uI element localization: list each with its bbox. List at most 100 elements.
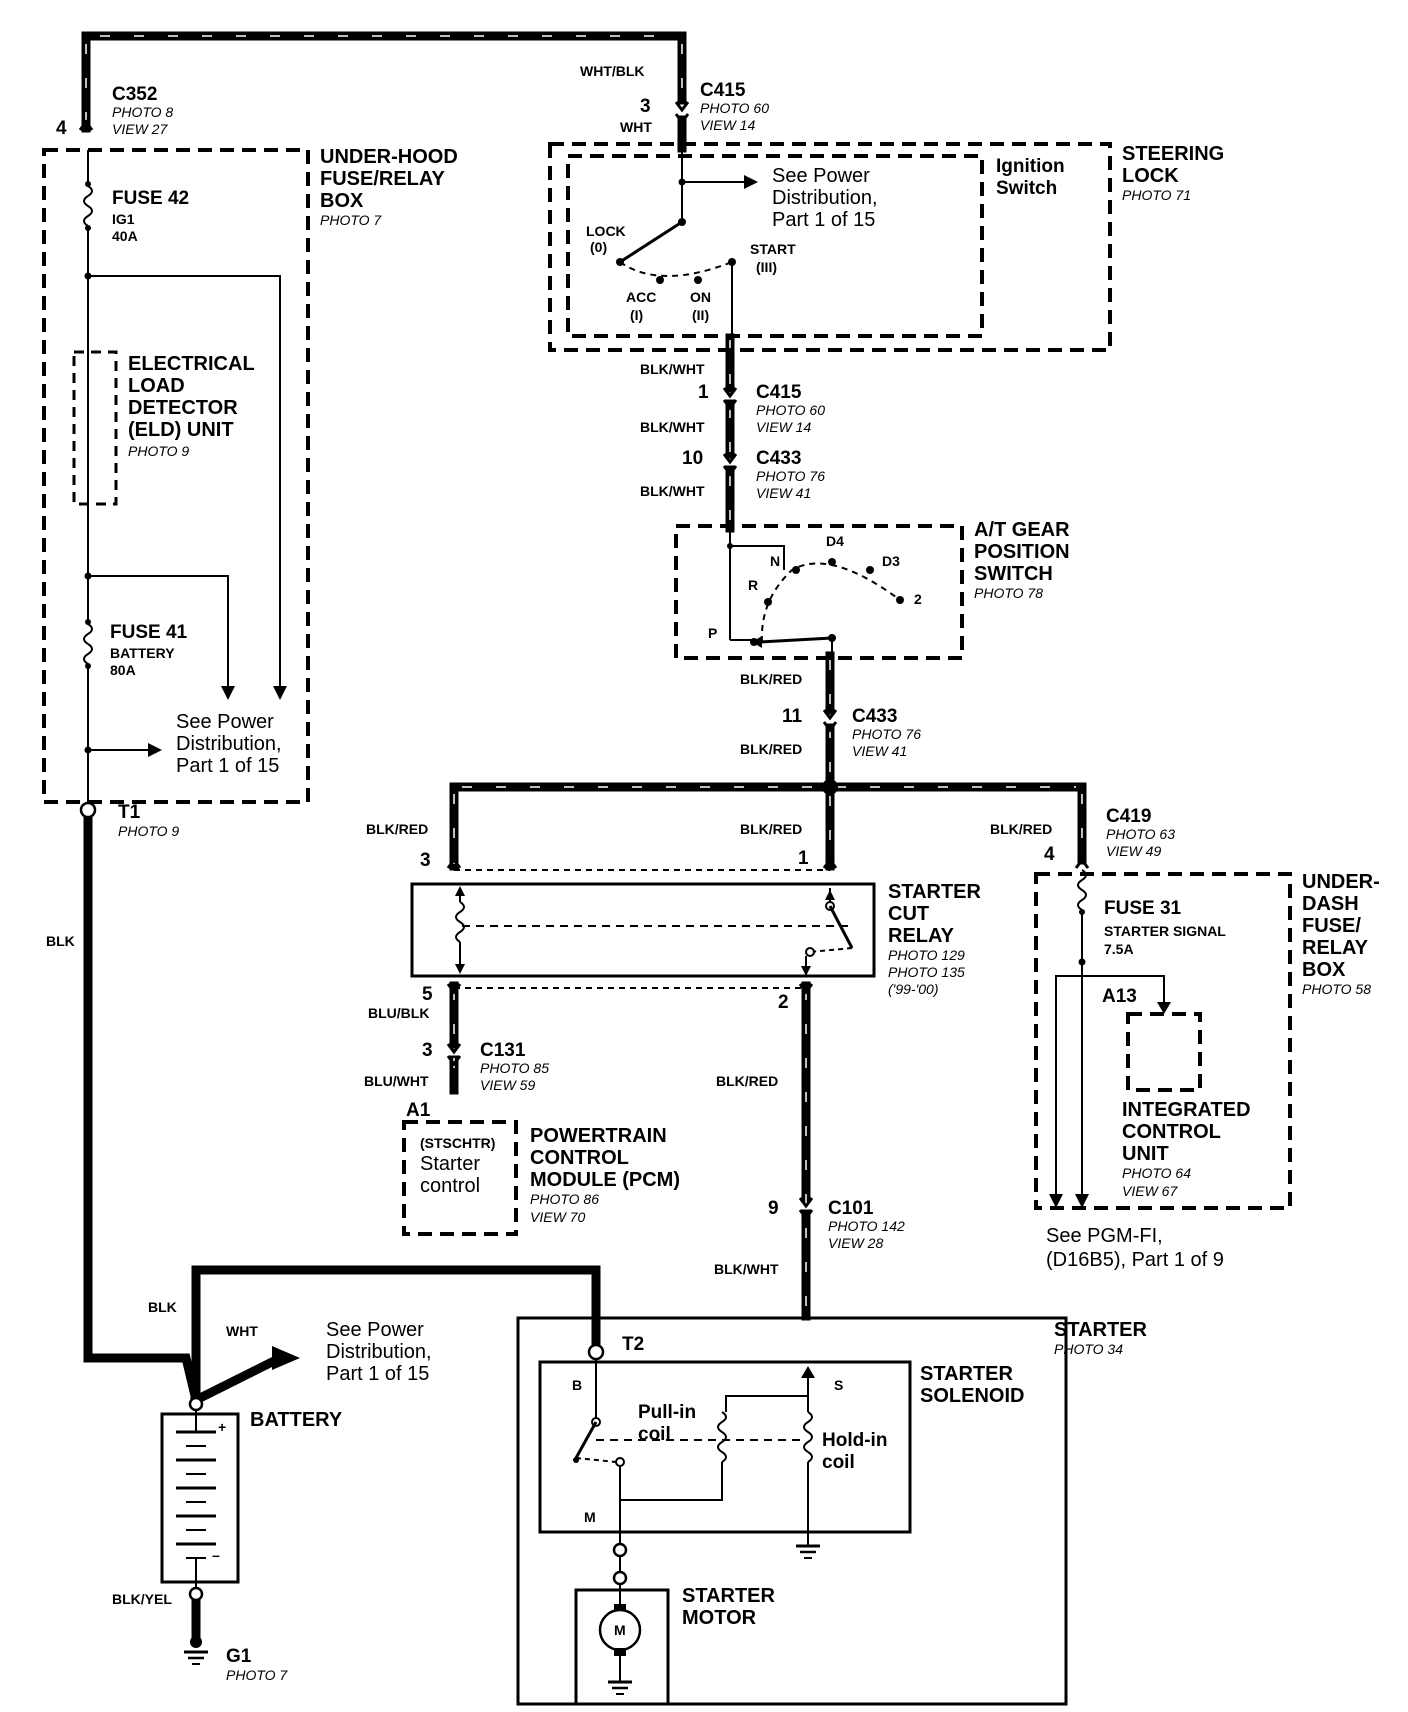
under-dash-label-5: BOX [1302,959,1346,981]
fuse-42-label: FUSE 42 [112,188,189,209]
steering-lock-label-2: LOCK [1122,165,1179,187]
fuse-42-rating: 40A [112,228,138,244]
gear-d4: D4 [826,533,844,549]
pcm-control-text: control [420,1175,480,1197]
under-dash-label-4: RELAY [1302,937,1369,959]
c352-view: VIEW 27 [112,121,168,137]
under-dash-label-3: FUSE/ [1302,915,1361,937]
see-power-1-line-3: Part 1 of 15 [176,755,279,777]
relay-pin-2: 2 [778,992,789,1013]
at-switch-label-3: SWITCH [974,563,1053,585]
lock-position-num: (0) [590,239,607,255]
starter-motor-label-2: MOTOR [682,1607,757,1629]
pcm-starter-text: Starter [420,1153,480,1175]
start-position-num: (III) [756,259,777,275]
battery-plus: + [218,1419,226,1435]
labels: C352 PHOTO 8 VIEW 27 4 UNDER-HOOD FUSE/R… [46,63,1380,1683]
hold-in-coil-label-2: coil [822,1452,855,1473]
c101-label: C101 [828,1198,874,1219]
blu-wht-wire-label: BLU/WHT [364,1073,429,1089]
see-power-1-line-2: Distribution, [176,733,282,755]
blk-red-wire-label-6: BLK/RED [716,1073,778,1089]
c101-photo: PHOTO 142 [828,1218,905,1234]
blk-wht-wire-label-2: BLK/WHT [640,419,705,435]
c433a-pin: 10 [682,448,703,469]
icu-label-2: CONTROL [1122,1121,1221,1143]
eld-label-2: LOAD [128,375,185,397]
ignition-switch-label-1: Ignition [996,156,1065,177]
connector-symbols [78,101,1090,1221]
relay-pin-3: 3 [420,850,431,871]
starter-photo: PHOTO 34 [1054,1341,1123,1357]
c433b-view: VIEW 41 [852,743,907,759]
c419-photo: PHOTO 63 [1106,826,1175,842]
hold-in-coil-label-1: Hold-in [822,1430,887,1451]
under-hood-fuse-relay-box [42,148,310,819]
a1-pin: A1 [406,1100,431,1121]
blk-wht-wire-label-4: BLK/WHT [714,1261,779,1277]
c415a-view: VIEW 14 [700,117,755,133]
c419-pin: 4 [1044,844,1055,865]
under-hood-label-1: UNDER-HOOD [320,146,458,168]
c415b-view: VIEW 14 [756,419,811,435]
under-dash-label-1: UNDER- [1302,871,1380,893]
see-power-1-line-1: See Power [176,711,274,733]
gear-n: N [770,553,780,569]
on-position-num: (II) [692,307,709,323]
under-hood-photo: PHOTO 7 [320,212,382,228]
c131-pin: 3 [422,1040,433,1061]
c433a-view: VIEW 41 [756,485,811,501]
c433b-label: C433 [852,706,897,727]
wht-blk-wire-label: WHT/BLK [580,63,645,79]
see-power-3-line-1: See Power [326,1319,424,1341]
eld-label-1: ELECTRICAL [128,353,255,375]
see-power-2-line-1: See Power [772,165,870,187]
solenoid-label-1: STARTER [920,1363,1014,1385]
c101-view: VIEW 28 [828,1235,883,1251]
lock-position-label: LOCK [586,223,626,239]
fuse-42-circuit: IG1 [112,211,135,227]
motor-m-symbol: M [614,1622,626,1638]
steering-lock-photo: PHOTO 71 [1122,187,1191,203]
t2-label: T2 [622,1334,644,1355]
gear-d3: D3 [882,553,900,569]
blk-red-wire-label-1: BLK/RED [740,671,802,687]
relay-pin-5: 5 [422,984,433,1005]
ignition-switch-label-2: Switch [996,178,1057,199]
under-dash-photo: PHOTO 58 [1302,981,1371,997]
terminal-s: S [834,1377,843,1393]
terminal-b: B [572,1377,582,1393]
c433b-photo: PHOTO 76 [852,726,921,742]
icu-photo: PHOTO 64 [1122,1165,1191,1181]
see-pgm-fi-line-2: (D16B5), Part 1 of 9 [1046,1249,1224,1271]
acc-position-label: ACC [626,289,656,305]
c433b-pin: 11 [782,706,803,727]
fuse-41-rating: 80A [110,662,136,678]
icu-label-3: UNIT [1122,1143,1169,1165]
blk-red-wire-label-4: BLK/RED [740,821,802,837]
solenoid-label-2: SOLENOID [920,1385,1024,1407]
c415a-pin: 3 [640,96,651,117]
c433a-photo: PHOTO 76 [756,468,825,484]
c101-pin: 9 [768,1198,779,1219]
pcm-signal-name: (STSCHTR) [420,1135,495,1151]
see-power-3-line-2: Distribution, [326,1341,432,1363]
under-hood-label-3: BOX [320,190,364,212]
c419-view: VIEW 49 [1106,843,1161,859]
start-position-label: START [750,241,796,257]
c131-view: VIEW 59 [480,1077,535,1093]
c415b-photo: PHOTO 60 [756,402,825,418]
c131-label: C131 [480,1040,526,1061]
battery-label: BATTERY [250,1409,343,1431]
at-gear-position-switch [674,524,964,660]
eld-label-3: DETECTOR [128,397,238,419]
t1-photo: PHOTO 9 [118,823,179,839]
icu-view: VIEW 67 [1122,1183,1178,1199]
pcm-label-1: POWERTRAIN [530,1125,667,1147]
blk-red-wire-label-3: BLK/RED [366,821,428,837]
blu-blk-wire-label: BLU/BLK [368,1005,429,1021]
pcm-photo: PHOTO 86 [530,1191,599,1207]
starter-cut-relay-photo-2: PHOTO 135 [888,964,965,980]
wire-hatching [85,35,1083,1312]
fuse-41-circuit: BATTERY [110,645,175,661]
